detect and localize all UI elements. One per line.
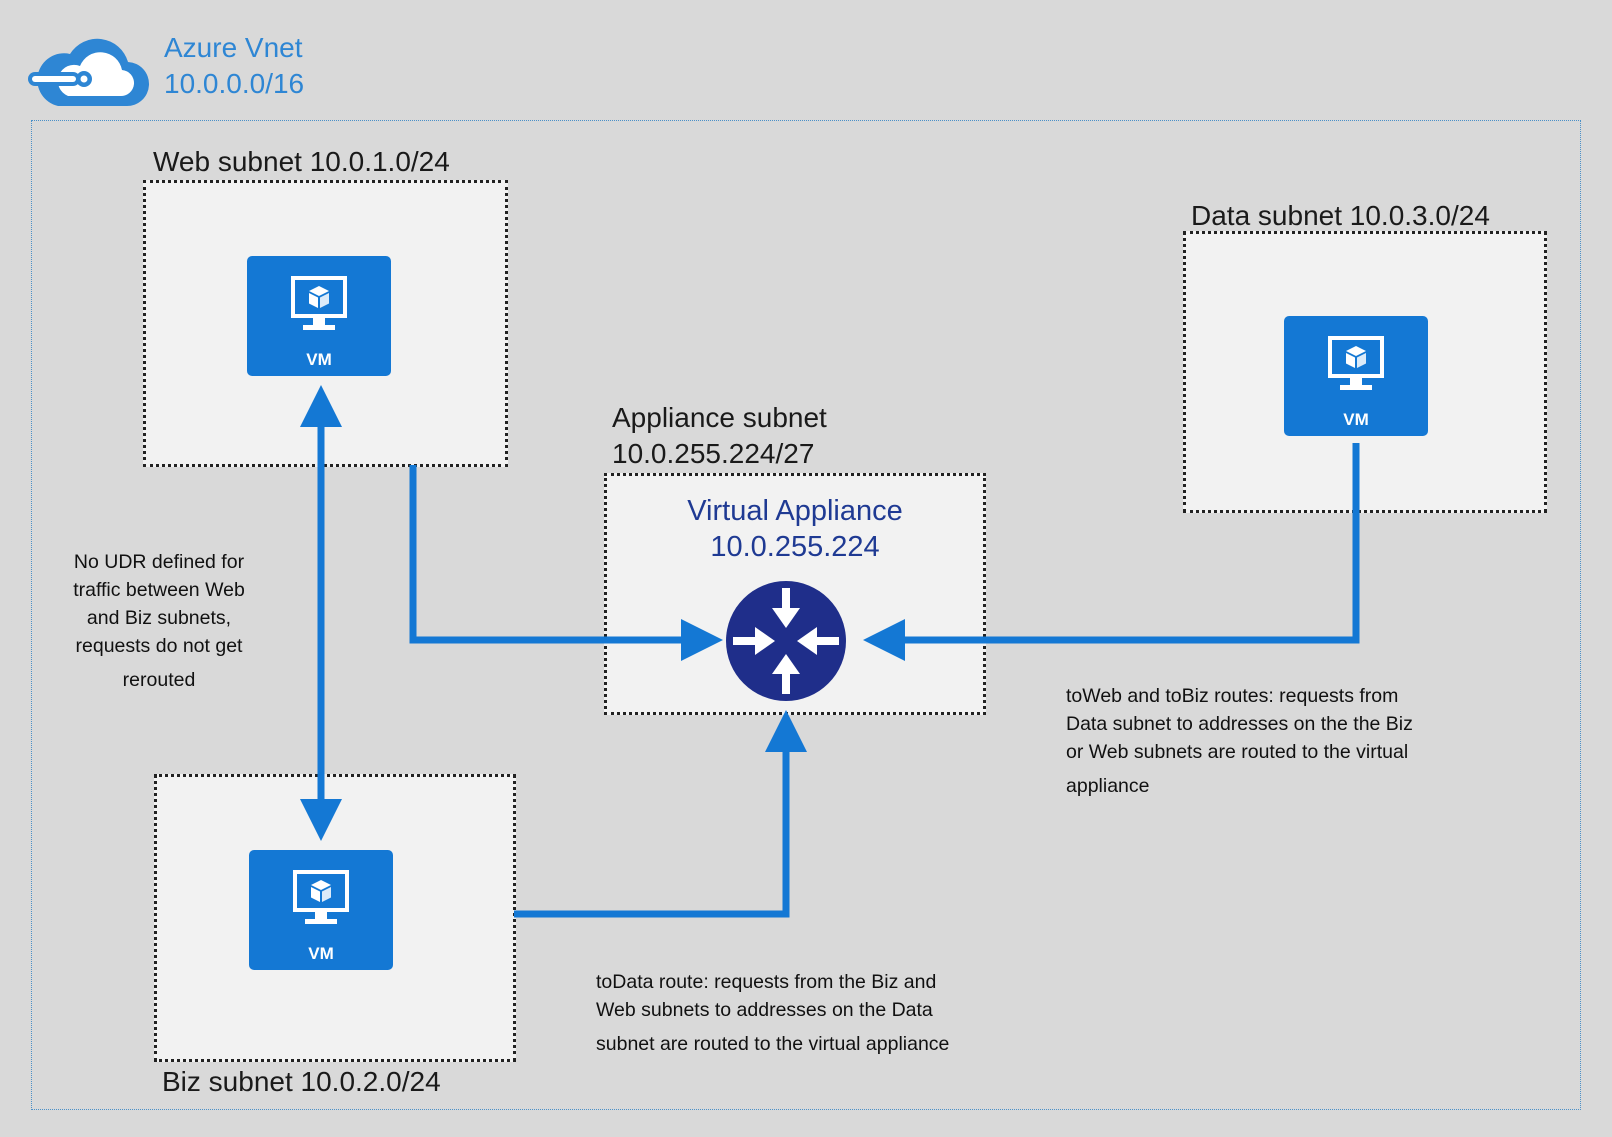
web-subnet-title: Web subnet 10.0.1.0/24 [153,146,450,177]
router-icon [726,581,846,701]
biz-vm-tile: VM [249,850,393,970]
biz-vm-label: VM [308,944,334,963]
to-web-biz-note: toWeb and toBiz routes: requests from Da… [1066,682,1486,800]
note-line: toWeb and toBiz routes: requests from [1066,685,1399,707]
no-udr-note: No UDR defined for traffic between Web a… [50,548,268,694]
appliance-name: Virtual Appliance [687,495,903,527]
azure-vnet-cloud-icon [28,38,150,107]
note-line: requests do not get [75,635,243,657]
vm-monitor-icon [293,870,349,924]
note-line: toData route: requests from the Biz and [596,971,937,993]
to-data-note: toData route: requests from the Biz and … [596,968,1026,1058]
appliance-subnet-cidr: 10.0.255.224/27 [612,438,815,469]
web-vm-label: VM [306,350,332,369]
biz-to-appliance-arrow [514,710,807,918]
web-to-appliance-arrow [409,465,723,661]
note-line: or Web subnets are routed to the virtual [1066,741,1409,763]
data-to-appliance-arrow [863,443,1360,661]
vm-monitor-icon [291,276,347,330]
biz-subnet-title: Biz subnet 10.0.2.0/24 [162,1066,441,1097]
note-line: appliance [1066,775,1150,797]
note-line: Web subnets to addresses on the Data [596,999,933,1021]
vnet-boundary [31,120,1581,1110]
note-line: subnet are routed to the virtual applian… [596,1033,950,1055]
vm-monitor-icon [1328,336,1384,390]
data-vm-label: VM [1343,410,1369,429]
vnet-cidr: 10.0.0.0/16 [164,68,305,99]
appliance-ip: 10.0.255.224 [710,531,880,563]
note-line: rerouted [122,669,196,691]
note-line: Data subnet to addresses on the the Biz [1066,713,1413,735]
data-vm-tile: VM [1284,316,1428,436]
vnet-name: Azure Vnet [164,32,303,63]
data-subnet-title: Data subnet 10.0.3.0/24 [1191,200,1490,231]
note-line: traffic between Web [73,579,245,601]
appliance-subnet-title: Appliance subnet [612,402,827,433]
web-vm-tile: VM [247,256,391,376]
note-line: and Biz subnets, [86,607,232,629]
note-line: No UDR defined for [73,551,245,573]
